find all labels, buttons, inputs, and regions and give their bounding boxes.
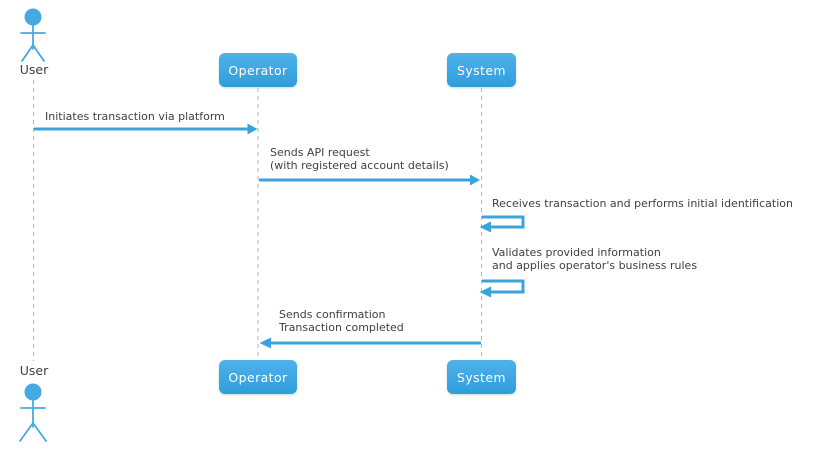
- arrow-head: [259, 337, 271, 349]
- user-actor-figure-top: [20, 8, 46, 62]
- message-line: Sends confirmation: [279, 308, 386, 321]
- message-line: and applies operator's business rules: [492, 259, 698, 272]
- message-5-label: Sends confirmation Transaction completed: [279, 308, 404, 334]
- message-line: Transaction completed: [279, 321, 404, 334]
- actor-leg-right: [32, 44, 45, 62]
- message-2-arrow: [259, 174, 480, 186]
- actor-leg-right: [32, 422, 47, 442]
- actor-head-icon: [24, 383, 42, 401]
- participant-box-system-top: System: [447, 53, 516, 87]
- message-line: Initiates transaction via platform: [45, 110, 225, 123]
- participant-box-operator-bottom: Operator: [219, 360, 297, 394]
- user-label-top: User: [19, 62, 49, 77]
- actor-leg-left: [19, 422, 34, 442]
- message-1-label: Initiates transaction via platform: [45, 110, 225, 123]
- actor-leg-left: [21, 44, 34, 62]
- user-actor-figure-bottom: [19, 383, 47, 442]
- message-1-arrow: [34, 123, 258, 135]
- arrow-head: [247, 123, 258, 135]
- message-3-self-arrow: [479, 215, 525, 233]
- message-line: (with registered account details): [270, 159, 449, 172]
- participant-box-system-bottom: System: [447, 360, 516, 394]
- message-4-label: Validates provided information and appli…: [492, 246, 697, 272]
- actor-head-icon: [24, 8, 42, 26]
- message-5-arrow: [259, 337, 481, 349]
- arrow-head: [479, 221, 491, 233]
- message-3-label: Receives transaction and performs initia…: [492, 197, 793, 210]
- arrow-shaft: [482, 279, 525, 294]
- message-line: Receives transaction and performs initia…: [492, 197, 793, 210]
- user-label-bottom: User: [19, 363, 49, 378]
- message-2-label: Sends API request (with registered accou…: [270, 146, 449, 172]
- arrow-head: [479, 286, 491, 298]
- participant-box-operator-top: Operator: [219, 53, 297, 87]
- message-line: Sends API request: [270, 146, 370, 159]
- arrow-head: [470, 174, 480, 186]
- arrow-shaft: [482, 215, 525, 229]
- message-line: Validates provided information: [492, 246, 661, 259]
- message-4-self-arrow: [479, 279, 525, 298]
